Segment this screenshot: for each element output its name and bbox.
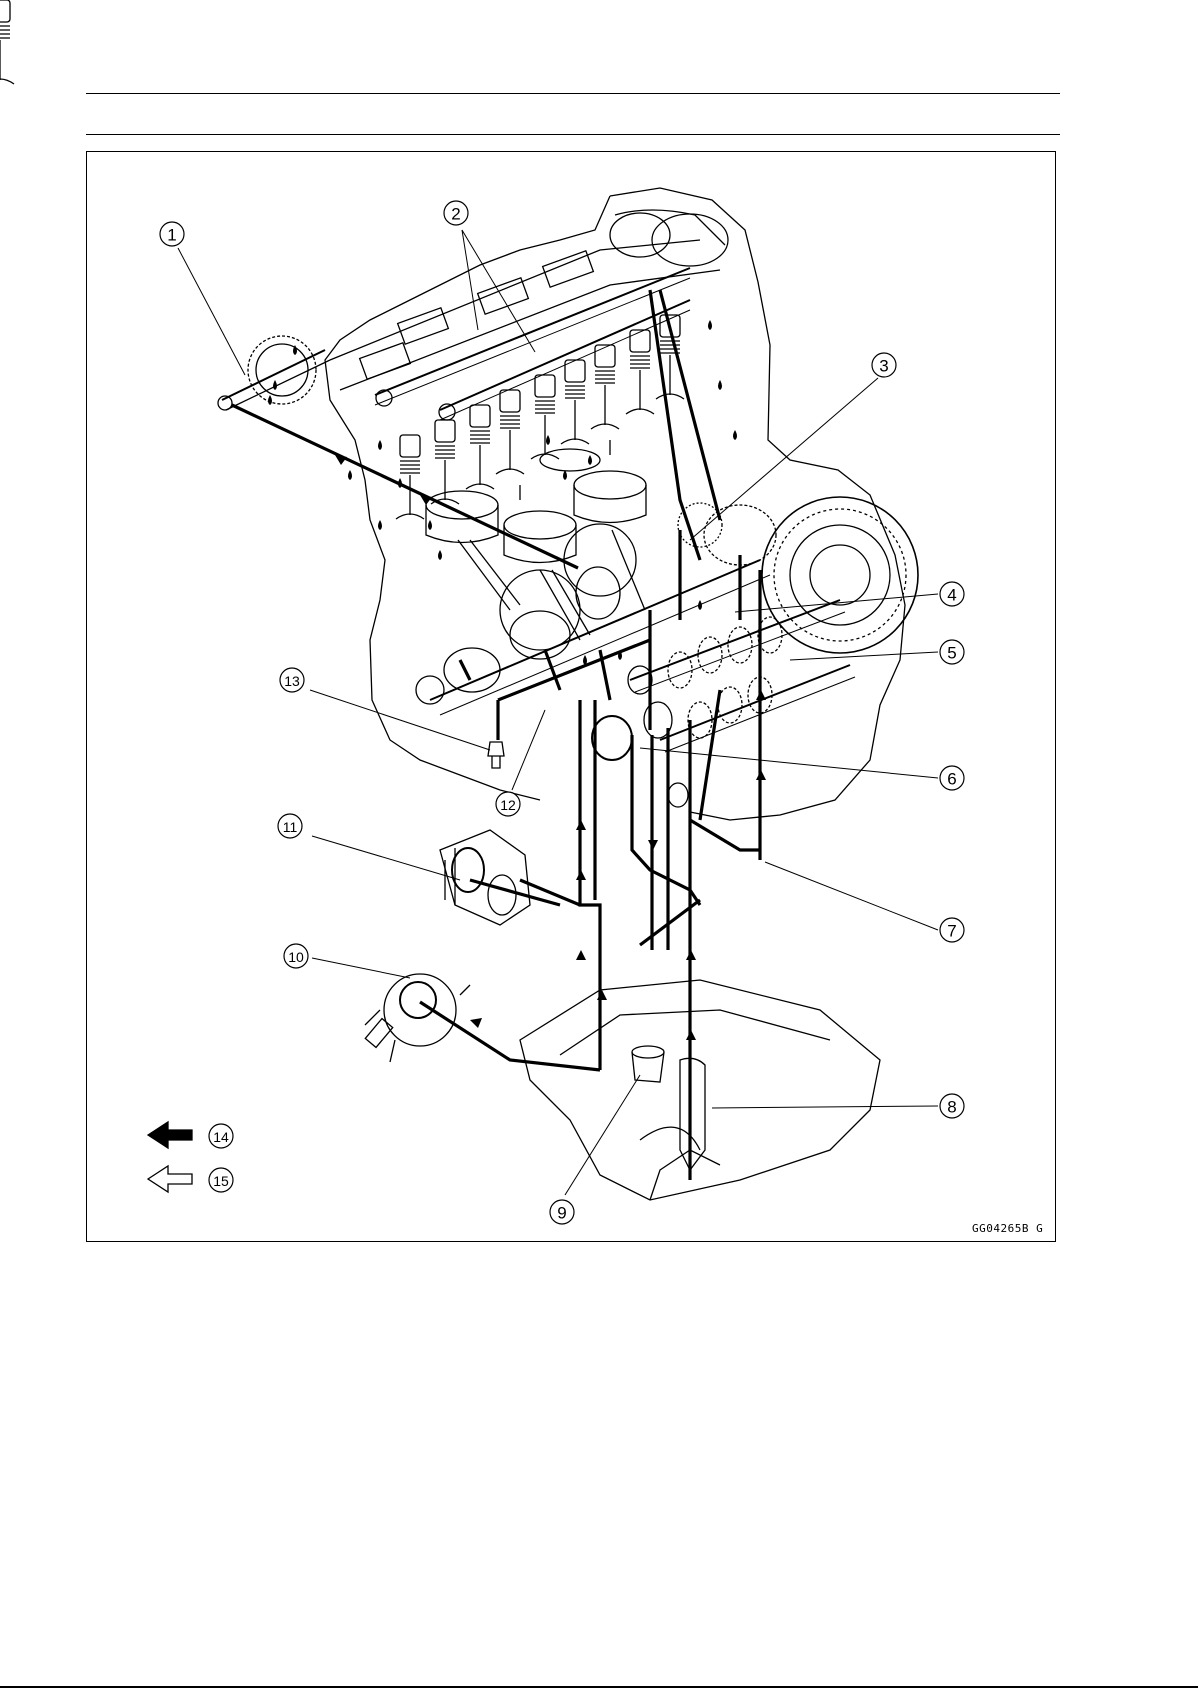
figure-code: GG04265B G	[972, 1222, 1043, 1235]
valve-train	[0, 0, 684, 519]
outline-arrow-icon	[148, 1166, 192, 1192]
flow-arrows	[335, 455, 766, 1040]
callout-4-label: 4	[947, 586, 956, 605]
callout-12-label: 12	[500, 797, 516, 813]
callout-3-label: 3	[879, 357, 888, 376]
callout-11-label: 11	[283, 819, 298, 835]
relief-valve	[592, 716, 688, 807]
oil-droplets	[268, 320, 737, 665]
oil-pan	[520, 980, 880, 1200]
callout-7-label: 7	[947, 922, 956, 941]
callout-9-label: 9	[557, 1204, 566, 1223]
leader-lines	[178, 230, 938, 1195]
callout-13-label: 13	[284, 673, 300, 689]
transmission-shafts	[628, 600, 855, 752]
page-bottom-rule	[0, 1686, 1198, 1688]
solid-black-arrow-icon	[148, 1122, 192, 1148]
engine-block	[325, 188, 905, 820]
balancer-shaft	[218, 336, 330, 410]
callout-8-label: 8	[947, 1098, 956, 1117]
callout-14-label: 14	[213, 1129, 229, 1145]
callout-1-label: 1	[167, 226, 176, 245]
oil-filter	[440, 830, 530, 925]
callout-6-label: 6	[947, 770, 956, 789]
crankshaft	[416, 524, 770, 715]
callout-5-label: 5	[947, 644, 956, 663]
connecting-rods	[458, 530, 645, 640]
pistons	[426, 440, 646, 563]
camshafts	[375, 268, 690, 420]
callout-2-label: 2	[451, 205, 460, 224]
oil-cooler	[365, 974, 470, 1062]
oil-flow-lines	[232, 290, 760, 1180]
callout-10-label: 10	[288, 949, 304, 965]
oil-pressure-switch	[488, 742, 504, 768]
callout-15-label: 15	[213, 1173, 229, 1189]
